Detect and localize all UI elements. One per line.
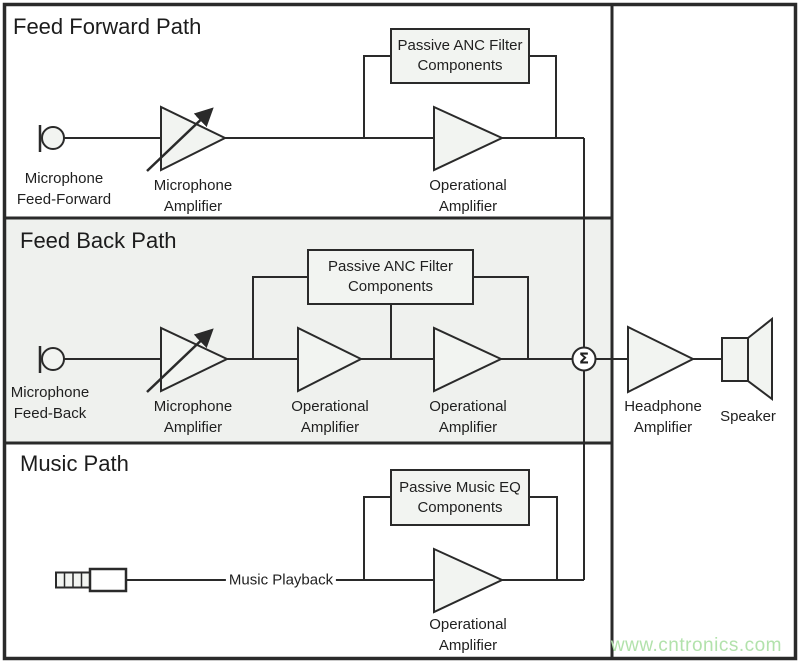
ff-filter-tap-right xyxy=(529,55,557,138)
ff-microphone-icon xyxy=(41,126,65,150)
fb-filter-tap-right xyxy=(473,276,529,359)
music-operational-amplifier-icon xyxy=(433,547,505,614)
feed-forward-path-group xyxy=(38,28,585,348)
music-passive-eq-box xyxy=(390,469,530,526)
feed-forward-path-title: Feed Forward Path xyxy=(13,14,202,39)
watermark-text: www.cntronics.com xyxy=(610,635,782,656)
fb-microphone-amplifier-label: Microphone Amplifier xyxy=(153,398,233,436)
ff-filter-tap-left xyxy=(363,55,391,138)
feed-back-path-title: Feed Back Path xyxy=(20,228,177,253)
music-eq-tap-right xyxy=(529,496,558,580)
headphone-amplifier-icon xyxy=(627,325,696,394)
ff-variable-gain-arrow-icon xyxy=(146,107,214,172)
music-path-group xyxy=(55,370,585,614)
fb-operational-amplifier-2-label: Operational Amplifier xyxy=(429,398,507,436)
ff-microphone-label: Microphone Feed-Forward xyxy=(16,170,112,208)
fb-variable-gain-arrow-icon xyxy=(146,328,214,393)
audio-jack-icon xyxy=(88,567,128,593)
music-path-title: Music Path xyxy=(20,451,129,476)
fb-operational-amplifier-1-icon xyxy=(297,326,364,393)
ff-microphone-amplifier-icon xyxy=(160,105,228,172)
fb-operational-amplifier-2-icon xyxy=(433,326,504,393)
ff-operational-amplifier-label: Operational Amplifier xyxy=(429,177,507,215)
headphone-amplifier-label: Headphone Amplifier xyxy=(624,398,702,436)
speaker-icon xyxy=(721,337,749,382)
fb-filter-tap-left xyxy=(252,276,308,359)
music-passive-eq-label: Passive Music EQ Components xyxy=(399,478,521,516)
ff-passive-anc-filter-box xyxy=(390,28,530,84)
summing-node-symbol: Σ xyxy=(578,349,590,368)
music-eq-tap-left xyxy=(363,496,391,580)
summing-node-icon xyxy=(571,346,597,372)
fb-passive-anc-filter-label: Passive ANC Filter Components xyxy=(327,258,454,295)
ff-passive-anc-filter-label: Passive ANC Filter Components xyxy=(397,37,523,74)
output-column-group xyxy=(571,316,773,401)
fb-operational-amplifier-1-label: Operational Amplifier xyxy=(291,398,369,436)
ff-microphone-amplifier-label: Microphone Amplifier xyxy=(153,177,233,215)
feed-back-path-group xyxy=(38,249,572,393)
speaker-icon xyxy=(747,316,773,401)
music-playback-label: Music Playback xyxy=(225,571,337,589)
music-operational-amplifier-label: Operational Amplifier xyxy=(429,616,507,654)
fb-microphone-label: Microphone Feed-Back xyxy=(10,384,90,422)
fb-microphone-icon xyxy=(41,347,65,371)
speaker-label: Speaker xyxy=(720,408,776,425)
fb-passive-anc-filter-box xyxy=(307,249,474,305)
ff-operational-amplifier-icon xyxy=(433,105,505,172)
